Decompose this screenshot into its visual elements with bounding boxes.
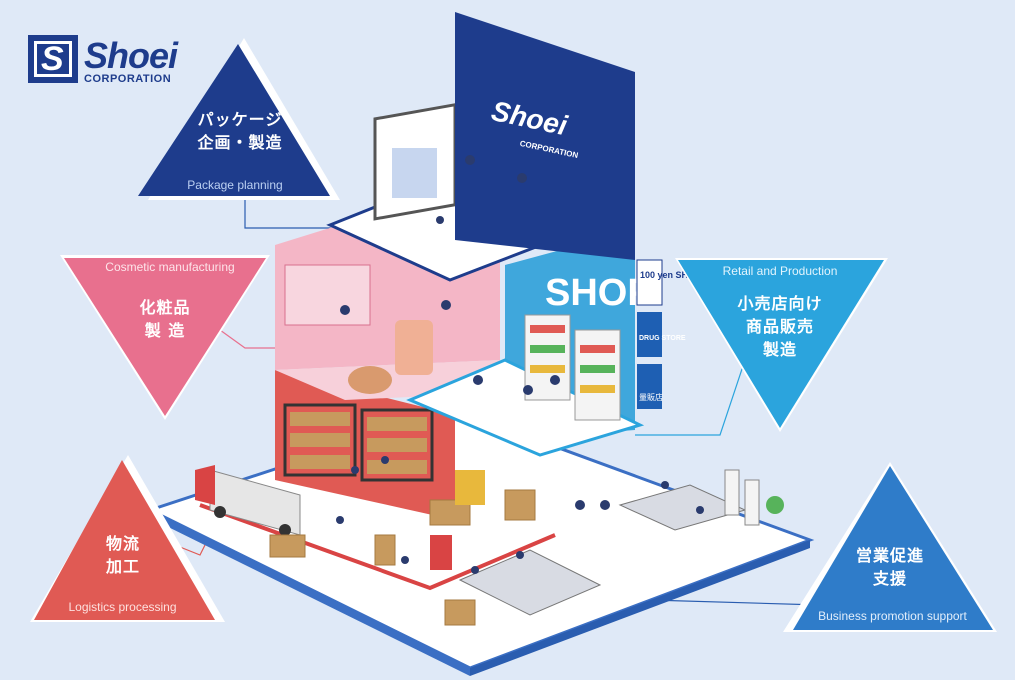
sign-mass-retailer: 量販店 xyxy=(639,392,663,402)
package-title: パッケージ 企画・製造 xyxy=(197,110,283,152)
cosmetic-title: 化粧品 製 造 xyxy=(139,298,191,340)
ground-floor-edge-right xyxy=(470,540,810,676)
retail-subtitle: Retail and Production xyxy=(722,264,838,278)
shoei-logo-mark-icon xyxy=(28,35,78,83)
triangle-business xyxy=(783,462,997,632)
cream-jar xyxy=(395,320,433,375)
ground-floor xyxy=(146,408,815,670)
compact-powder xyxy=(348,366,392,394)
cardboard-boxes xyxy=(269,489,536,626)
connector-lines xyxy=(174,200,821,606)
cosmetic-subtitle: Cosmetic manufacturing xyxy=(105,260,235,274)
package-subtitle: Package planning xyxy=(187,178,283,192)
office-desks xyxy=(458,469,760,616)
triangle-package xyxy=(138,38,340,200)
ground-floor-edge xyxy=(150,510,470,676)
truck xyxy=(195,465,301,536)
connector-retail xyxy=(635,359,746,436)
triangle-retail xyxy=(675,258,888,432)
logo-corporation: CORPORATION xyxy=(84,73,172,85)
office-plant xyxy=(766,496,784,514)
forklift xyxy=(455,470,485,505)
business-title: 営業促進 支援 xyxy=(855,546,924,588)
logistics-red-line xyxy=(199,503,556,591)
connector-business xyxy=(649,599,821,606)
retail-floor xyxy=(406,358,645,457)
postbox xyxy=(430,535,452,570)
business-subtitle: Business promotion support xyxy=(818,609,967,623)
logistics-title: 物流 加工 xyxy=(105,534,140,576)
shop-sign: SHOP xyxy=(545,272,653,314)
triangle-logistics xyxy=(30,455,225,622)
side-signs: 100 yen SHOP DRUG STORE 量販店 xyxy=(636,259,701,409)
connector-cosmetic xyxy=(219,329,285,349)
retail-title: 小売店向け 商品販売 製造 xyxy=(737,294,823,359)
warehouse-shelves xyxy=(283,403,434,482)
easel-board xyxy=(373,103,457,221)
sign-drugstore: DRUG STORE xyxy=(639,335,686,342)
vanity-mirrors xyxy=(284,264,371,326)
triangle-cosmetic xyxy=(60,255,270,420)
logistics-wall xyxy=(275,370,455,520)
logistics-subtitle: Logistics processing xyxy=(68,600,177,614)
people xyxy=(336,155,704,574)
shoei-logo: Shoei CORPORATION xyxy=(28,35,188,87)
sign-100yen: 100 yen SHOP xyxy=(640,270,701,280)
retail-shelves xyxy=(524,314,621,421)
logo-name: Shoei xyxy=(84,35,178,76)
brand-tower xyxy=(455,12,635,260)
connector-package xyxy=(244,200,335,229)
